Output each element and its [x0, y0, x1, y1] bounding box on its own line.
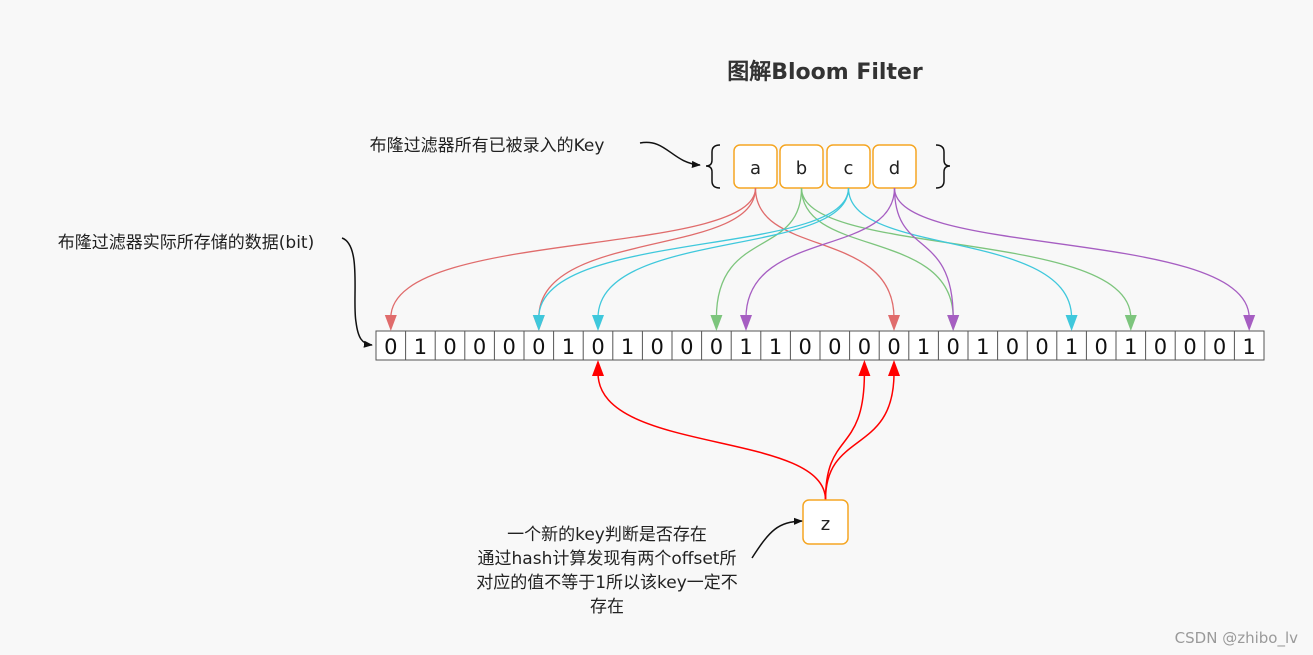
- bit-cell: 1: [414, 335, 427, 359]
- bit-cell: 0: [1213, 335, 1226, 359]
- query-note-arrow: [751, 517, 803, 559]
- hash-arrow-a-head: [384, 315, 397, 331]
- hash-arrow-b-head: [1124, 315, 1137, 331]
- bit-cell: 1: [917, 335, 930, 359]
- key-label: c: [844, 158, 854, 179]
- bit-cell: 0: [591, 335, 604, 359]
- bit-cell: 0: [443, 335, 456, 359]
- bit-cell: 0: [887, 335, 900, 359]
- hash-arrow-d-head: [1243, 315, 1256, 331]
- hash-arrow-c-line: [847, 187, 1073, 319]
- bit-cell: 0: [1006, 335, 1019, 359]
- query-arrow-line: [824, 372, 866, 501]
- key-label: d: [889, 158, 900, 179]
- bit-cell: 0: [799, 335, 812, 359]
- bit-cell: 0: [1154, 335, 1167, 359]
- bit-cell: 0: [828, 335, 841, 359]
- hash-arrow-c-line: [597, 187, 850, 319]
- key-box-a: a: [733, 144, 778, 189]
- bit-cell: 0: [680, 335, 693, 359]
- bit-cell: 1: [769, 335, 782, 359]
- query-arrow-line: [824, 372, 895, 501]
- key-box-d: d: [872, 144, 917, 189]
- hash-arrow-b-head: [710, 315, 723, 331]
- bits-note-arrow: [341, 237, 373, 348]
- diagram-title: 图解Bloom Filter: [727, 59, 923, 85]
- query-note-line-3: 对应的值不等于1所以该key一定不: [476, 573, 738, 593]
- hash-arrow-b-line: [715, 187, 803, 319]
- watermark: CSDN @zhibo_lv: [1175, 629, 1298, 648]
- bit-cell: 0: [532, 335, 545, 359]
- query-arrow-line: [597, 372, 827, 501]
- hash-arrow-d-line: [893, 187, 1250, 319]
- query-key-label: z: [821, 514, 830, 535]
- bit-cell: 1: [1243, 335, 1256, 359]
- keys-note-arrow: [639, 141, 701, 169]
- hash-arrow-c-head: [592, 315, 604, 331]
- bit-cell: 0: [858, 335, 871, 359]
- query-note-line-1: 一个新的key判断是否存在: [507, 525, 707, 545]
- hash-arrow-c-head: [1065, 315, 1078, 331]
- hash-arrow-a-line: [754, 187, 895, 319]
- bit-cell: 1: [562, 335, 575, 359]
- bit-cell: 0: [710, 335, 723, 359]
- key-label: b: [796, 158, 807, 179]
- bit-cell: 0: [1095, 335, 1108, 359]
- bit-cell: 1: [621, 335, 634, 359]
- keys-note: 布隆过滤器所有已被录入的Key: [370, 136, 605, 156]
- query-arrow-head: [858, 360, 871, 376]
- bit-cell: 0: [503, 335, 516, 359]
- bit-cell: 0: [1035, 335, 1048, 359]
- bit-cell: 0: [947, 335, 960, 359]
- hash-arrow-d-line: [745, 187, 896, 319]
- bit-cell: 1: [1065, 335, 1078, 359]
- hash-arrow-d-head: [740, 315, 752, 331]
- hash-arrow-b-line: [800, 187, 954, 319]
- hash-arrow-a-line: [390, 187, 757, 319]
- hash-arrow-a-head: [888, 315, 900, 331]
- bits-note: 布隆过滤器实际所存储的数据(bit): [58, 233, 314, 253]
- query-arrow-head: [888, 360, 900, 376]
- query-note-line-4: 存在: [590, 597, 624, 617]
- bit-cell: 0: [1183, 335, 1196, 359]
- bit-cell: 0: [651, 335, 664, 359]
- hash-arrow-d-line: [893, 187, 954, 319]
- bit-cell: 1: [1124, 335, 1137, 359]
- key-box-b: b: [779, 144, 824, 189]
- bit-cell: 1: [976, 335, 989, 359]
- query-arrow-head: [592, 360, 604, 376]
- query-key-box: z: [802, 499, 849, 545]
- hash-arrow-b-line: [800, 187, 1132, 319]
- hash-arrow-d-head: [947, 315, 960, 331]
- hash-mapping-arrows: [384, 187, 1256, 501]
- bit-cell: 0: [384, 335, 397, 359]
- key-box-c: c: [826, 144, 871, 189]
- key-label: a: [750, 158, 761, 179]
- bit-cell: 1: [739, 335, 752, 359]
- hash-arrow-c-line: [538, 187, 850, 319]
- right-brace: [935, 144, 951, 189]
- hash-arrow-c-head: [532, 315, 545, 331]
- query-note-line-2: 通过hash计算发现有两个offset所: [478, 549, 737, 569]
- left-brace: [705, 144, 721, 189]
- hash-arrow-a-line: [538, 187, 757, 319]
- bit-cell: 0: [473, 335, 486, 359]
